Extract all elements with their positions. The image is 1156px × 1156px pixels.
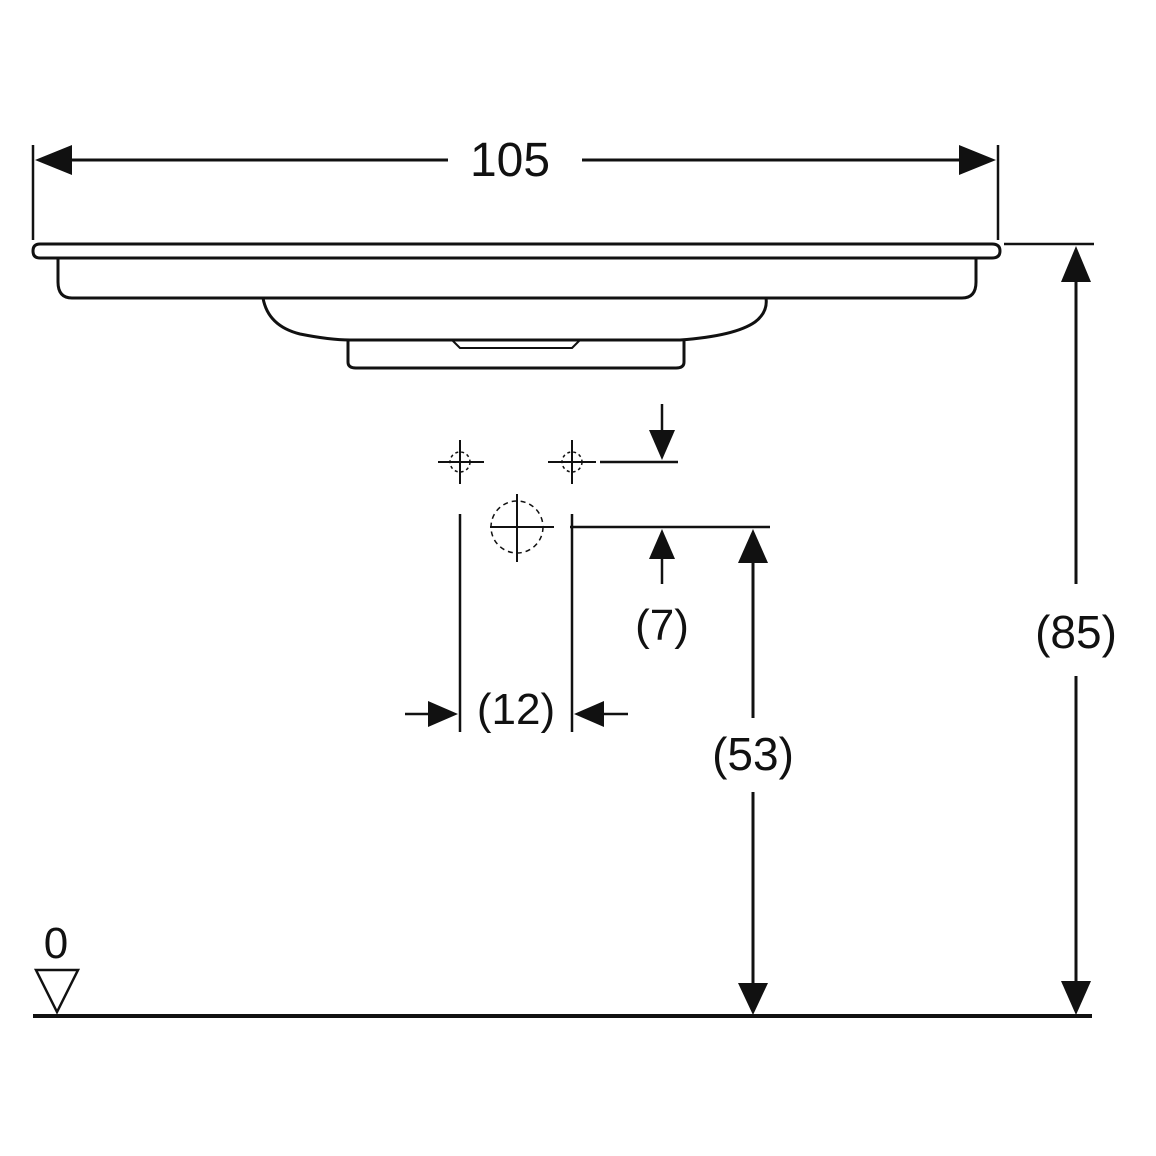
tap-spacing-label: (12) — [477, 685, 555, 734]
floor-level-label: 0 — [44, 919, 68, 968]
drain-height-arrow-up — [738, 529, 768, 563]
tap-spacing-arrow-right — [574, 701, 604, 727]
tap-hole-left — [438, 440, 484, 484]
floor-level-marker-icon — [33, 968, 81, 1015]
tap-offset-label: (7) — [635, 601, 689, 650]
tap-offset-dimension — [570, 404, 770, 584]
overall-height-arrow-up — [1061, 246, 1091, 282]
drain-height-dimension — [738, 529, 768, 1015]
tap-hole-right — [548, 440, 596, 484]
drain-height-label: (53) — [712, 728, 794, 780]
tap-offset-arrow-up — [649, 529, 675, 559]
washbasin-side-view — [31, 242, 1002, 370]
basin-bowl-groove — [451, 339, 581, 349]
width-label: 105 — [470, 134, 550, 187]
drain-hole — [490, 494, 554, 562]
drain-height-arrow-down — [738, 983, 768, 1015]
width-dimension — [31, 145, 1000, 240]
basin-rim — [31, 242, 1002, 260]
tap-offset-arrow-down — [649, 430, 675, 460]
overall-height-arrow-down — [1061, 981, 1091, 1015]
tap-spacing-arrow-left — [428, 701, 458, 727]
width-arrow-right — [959, 145, 996, 175]
overall-height-label: (85) — [1035, 606, 1117, 658]
basin-drain-housing — [346, 340, 686, 370]
width-arrow-left — [35, 145, 72, 175]
tap-spacing-dimension — [405, 514, 628, 732]
basin-bowl — [261, 297, 768, 342]
basin-body — [56, 258, 978, 300]
overall-height-dimension — [1004, 242, 1094, 1015]
